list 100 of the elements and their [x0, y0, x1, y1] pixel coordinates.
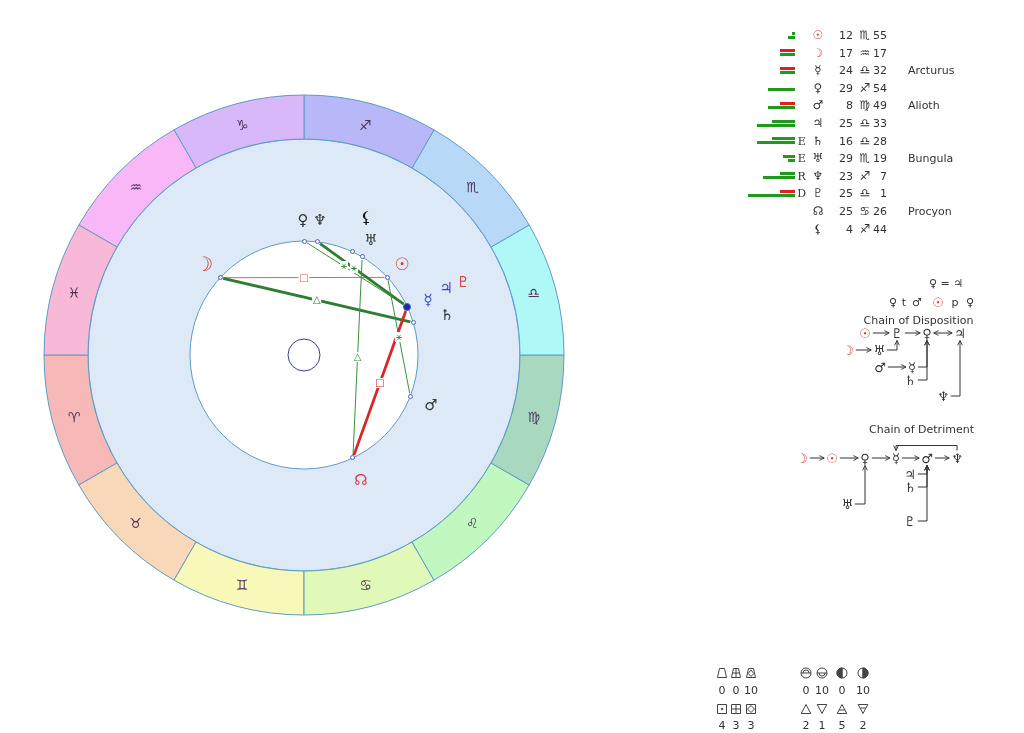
aspect-symbol: □: [298, 272, 310, 283]
planet-glyph: ♀: [860, 451, 870, 465]
arrow: [855, 347, 872, 353]
arrow: [839, 455, 859, 461]
planet-glyph: ♄: [440, 307, 454, 323]
minute-value: 44: [873, 223, 887, 235]
zodiac-sign-glyph: ♓: [67, 286, 81, 301]
planet-glyph: ♆: [313, 212, 327, 228]
count-value: 3: [747, 719, 755, 731]
minute-value: 26: [873, 205, 887, 217]
aspect-letter: t: [901, 296, 907, 308]
arrow: [871, 455, 891, 461]
arrow: [809, 455, 825, 461]
degree-value: 4: [846, 223, 853, 235]
count-value: 4: [718, 719, 726, 731]
zodiac-segment: [78, 129, 196, 247]
arrow: [886, 340, 900, 351]
zodiac-sign-glyph: ♌: [466, 516, 479, 531]
zodiac-sign-glyph: ♎: [527, 286, 541, 301]
planet-marker: [315, 239, 321, 245]
planet-glyph: ♀: [813, 81, 823, 94]
arrow: [893, 445, 958, 451]
degree-value: 24: [839, 64, 853, 76]
count-value: 3: [732, 719, 740, 731]
degree-value: 16: [839, 135, 853, 147]
minute-value: 49: [873, 99, 887, 111]
planet-glyph: ♂: [812, 99, 824, 112]
count-value: 10: [815, 684, 829, 696]
planet-glyph: ☉: [932, 295, 944, 309]
zodiac-sign-glyph: ♎: [859, 64, 871, 77]
planet-glyph: ☽: [796, 451, 808, 465]
planet-glyph: ♃: [954, 326, 966, 340]
count-value: 10: [744, 684, 758, 696]
planet-glyph: ♅: [873, 343, 885, 357]
arrow: [950, 340, 963, 397]
status-letter: R: [797, 170, 806, 182]
aspect-line: [319, 242, 405, 306]
minute-value: 1: [880, 187, 887, 199]
section-heading: Chain of Detriment: [869, 423, 974, 435]
planet-marker: [407, 393, 413, 399]
planet-marker: [350, 455, 356, 461]
zodiac-segment: [411, 463, 530, 581]
planet-glyph: ☉: [859, 326, 871, 340]
planet-glyph: ☊: [354, 472, 368, 488]
status-letter: E: [797, 135, 806, 147]
planet-glyph: ♂: [921, 451, 933, 465]
zodiac-sign-glyph: ♏: [859, 29, 871, 41]
zodiac-sign-glyph: ♋: [859, 205, 871, 217]
zodiac-sign-glyph: ♈: [67, 409, 81, 424]
planet-glyph: ♃: [439, 280, 453, 296]
degree-value: 29: [839, 152, 853, 164]
planet-glyph: ♆: [812, 169, 824, 182]
zodiac-segment: [491, 224, 564, 356]
planet-glyph: ♄: [904, 373, 916, 387]
arrow: [901, 455, 920, 461]
aspect-symbol: □: [374, 378, 386, 389]
zodiac-sign-glyph: ♐: [859, 222, 871, 235]
zodiac-sign-glyph: ♐: [359, 118, 372, 133]
arrow: [917, 340, 930, 381]
aspect-line: [352, 310, 408, 456]
minute-value: 19: [873, 152, 887, 164]
planet-glyph: ♂: [424, 397, 438, 413]
planet-marker: [359, 254, 365, 260]
degree-value: 8: [846, 99, 853, 111]
planet-glyph: ☿: [814, 64, 822, 77]
aspect-symbol: ⚹: [349, 262, 358, 273]
degree-value: 17: [839, 47, 853, 59]
planet-glyph: ♂: [874, 360, 886, 374]
planet-glyph: ♀: [297, 212, 309, 228]
zodiac-sign-glyph: ♉: [129, 516, 142, 531]
zodiac-segment: [304, 542, 434, 615]
zodiac-segment: [44, 355, 117, 485]
planet-glyph: ♂: [912, 296, 922, 308]
count-value: 2: [859, 719, 867, 731]
minute-value: 17: [873, 47, 887, 59]
planet-glyph: ♆: [951, 451, 963, 465]
zodiac-sign-glyph: ♎: [859, 187, 871, 200]
planet-glyph: ♇: [812, 187, 824, 200]
arrow: [934, 455, 950, 461]
planet-marker: [410, 320, 416, 326]
degree-value: 25: [839, 117, 853, 129]
arrow: [872, 330, 890, 336]
planet-glyph: ☉: [826, 451, 838, 465]
planet-glyph: ♇: [904, 514, 916, 528]
count-value: 0: [802, 684, 810, 696]
minute-value: 54: [873, 82, 887, 94]
planet-glyph: ♃: [904, 467, 916, 481]
planet-glyph: ♀: [965, 296, 975, 308]
count-value: 0: [718, 684, 726, 696]
star-name: Arcturus: [908, 64, 955, 76]
count-value: 2: [802, 719, 810, 731]
arrow: [933, 330, 953, 336]
zodiac-sign-glyph: ♏: [859, 152, 871, 165]
aspect-letter: p: [951, 296, 959, 308]
planet-glyph: ♇: [456, 274, 470, 290]
star-name: Bungula: [908, 152, 954, 164]
zodiac-sign-glyph: ♒: [129, 179, 142, 194]
planet-glyph: ☿: [423, 292, 433, 308]
minute-value: 28: [873, 135, 887, 147]
zodiac-sign-glyph: ♑: [236, 118, 249, 133]
